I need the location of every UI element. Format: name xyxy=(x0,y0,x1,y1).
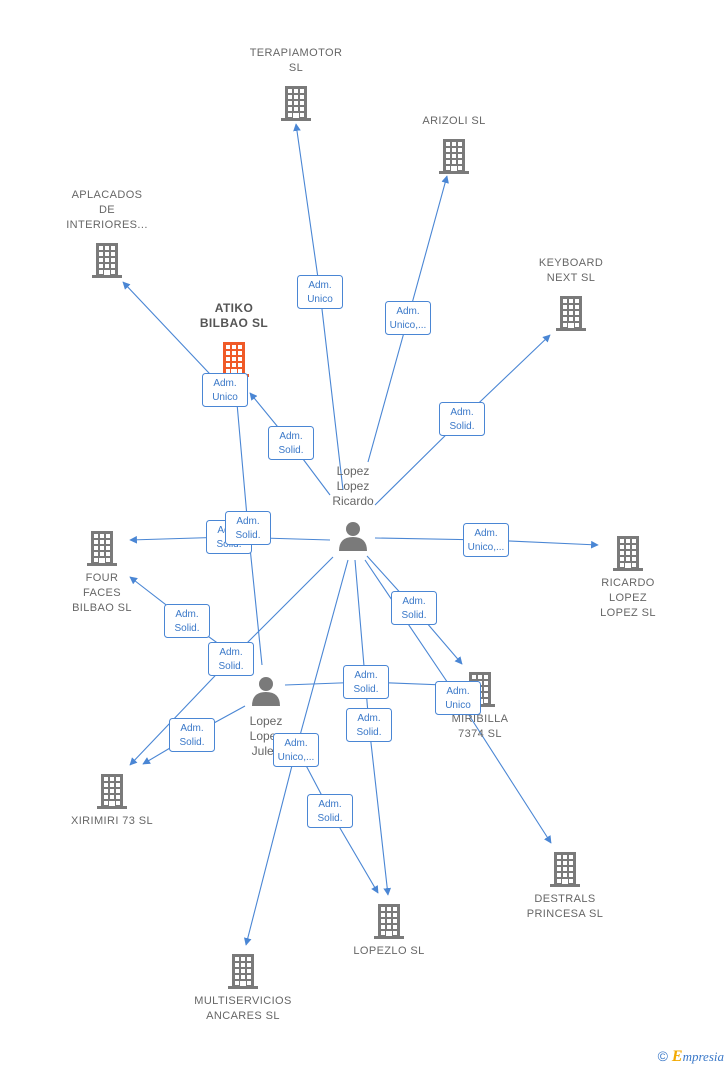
person-icon-julen_p[interactable] xyxy=(252,677,280,706)
building-icon-destrals[interactable] xyxy=(550,852,580,887)
company-label-fourfaces: BILBAO SL xyxy=(72,602,132,614)
edge-label-ricardo_p-terapiamotor[interactable]: Adm. Unico xyxy=(297,275,343,309)
edge-label-ricardo_p-arizoli[interactable]: Adm. Unico,... xyxy=(385,301,431,335)
company-label-multiservicios: ANCARES SL xyxy=(206,1010,280,1022)
company-label-aplacados: DE xyxy=(99,204,115,216)
company-label-ricardo: LOPEZ xyxy=(609,592,647,604)
edge-label-text: Solid. xyxy=(218,661,243,672)
building-icon-fourfaces[interactable] xyxy=(87,531,117,566)
company-label-miribilla: 7374 SL xyxy=(458,728,502,740)
building-icon-aplacados[interactable] xyxy=(92,243,122,278)
edge-label-text: Solid. xyxy=(174,623,199,634)
edge-label-text: Adm. xyxy=(402,596,425,607)
edge-label-text: Adm. xyxy=(474,528,497,539)
company-label-xirimiri: XIRIMIRI 73 SL xyxy=(71,815,153,827)
company-label-atiko: ATIKO xyxy=(215,301,253,315)
edges xyxy=(122,123,599,946)
edge-label-text: Adm. xyxy=(308,280,331,291)
building-icon-multiservicios[interactable] xyxy=(228,954,258,989)
person-label-ricardo_p: Ricardo xyxy=(332,494,374,508)
company-label-aplacados: APLACADOS xyxy=(72,189,143,201)
building-icon-atiko[interactable] xyxy=(219,342,249,377)
edge-label-text: Adm. xyxy=(450,407,473,418)
building-icon-arizoli[interactable] xyxy=(439,139,469,174)
company-label-lopezlo: LOPEZLO SL xyxy=(353,945,424,957)
edge-label-text: Solid. xyxy=(179,737,204,748)
person-label-julen_p: Lopez xyxy=(250,714,283,728)
edge-labels: Adm.UnicoAdm.Unico,...Adm.Solid.Adm.Soli… xyxy=(164,275,509,828)
edge-label-text: Adm. xyxy=(175,609,198,620)
company-label-atiko: BILBAO SL xyxy=(200,316,268,330)
edge-label-julen_p-xirimiri[interactable]: Adm. Solid. xyxy=(169,718,215,752)
brand-initial: E xyxy=(671,1048,683,1065)
building-icon-ricardo[interactable] xyxy=(613,536,643,571)
edge-label-ricardo_p-atiko[interactable]: Adm. Solid. xyxy=(268,426,314,460)
company-label-multiservicios: MULTISERVICIOS xyxy=(194,995,292,1007)
edge-label-text: Adm. xyxy=(213,378,236,389)
nodes: TERAPIAMOTOR SL ARIZOLI SL APLACADOS DE INTER… xyxy=(66,47,656,1022)
edge-label-text: Unico xyxy=(445,700,471,711)
edge-label-text: Solid. xyxy=(449,421,474,432)
edge-label-ricardo_p-multiservicios[interactable]: Adm. Unico,... xyxy=(273,733,319,767)
company-label-ricardo: RICARDO xyxy=(601,577,655,589)
building-icon-terapiamotor[interactable] xyxy=(281,86,311,121)
company-label-fourfaces: FACES xyxy=(83,587,121,599)
person-label-ricardo_p: Lopez xyxy=(337,479,370,493)
footer-brand: ©Empresia xyxy=(658,1048,724,1066)
person-label-ricardo_p: Lopez xyxy=(337,464,370,478)
edge-label-ricardo_p-destrals[interactable]: Adm. Unico xyxy=(435,681,481,715)
edge-label-text: Adm. xyxy=(219,647,242,658)
edge-label-ricardo_p-lopezlo[interactable]: Adm. Solid. xyxy=(346,708,392,742)
edge-label-ricardo_p-xirimiri[interactable]: Adm. Solid. xyxy=(208,642,254,676)
copyright-symbol: © xyxy=(657,1048,668,1064)
brand-name: mpresia xyxy=(682,1049,724,1064)
edge-label-text: Unico xyxy=(307,294,333,305)
edge-label-text: Solid. xyxy=(356,727,381,738)
edge-label-julen_p-atiko[interactable]: Adm. Solid. xyxy=(225,511,271,545)
edge-label-julen_p-lopezlo[interactable]: Adm. Solid. xyxy=(307,794,353,828)
edge-label-text: Solid. xyxy=(278,445,303,456)
company-label-ricardo: LOPEZ SL xyxy=(600,607,656,619)
company-label-terapiamotor: SL xyxy=(289,62,303,74)
company-label-keyboard: NEXT SL xyxy=(547,272,595,284)
edge-label-text: Solid. xyxy=(401,610,426,621)
edge-label-text: Adm. xyxy=(318,799,341,810)
building-icon-xirimiri[interactable] xyxy=(97,774,127,809)
edge-label-text: Adm. xyxy=(180,723,203,734)
edge-label-julen_p-fourfaces[interactable]: Adm. Solid. xyxy=(164,604,210,638)
edge-label-text: Adm. xyxy=(446,686,469,697)
company-label-fourfaces: FOUR xyxy=(86,572,119,584)
edge-label-text: Adm. xyxy=(236,516,259,527)
edge-label-ricardo_p-keyboard[interactable]: Adm. Solid. xyxy=(439,402,485,436)
edge-label-julen_p-miribilla[interactable]: Adm. Solid. xyxy=(343,665,389,699)
edge-label-text: Unico,... xyxy=(468,542,505,553)
company-label-miribilla: MIRIBILLA xyxy=(452,713,509,725)
edge-label-text: Unico,... xyxy=(390,320,427,331)
company-label-keyboard: KEYBOARD xyxy=(539,257,603,269)
edge-label-text: Adm. xyxy=(284,738,307,749)
edge-label-text: Adm. xyxy=(279,431,302,442)
edge-label-text: Unico xyxy=(212,392,238,403)
edge-label-text: Solid. xyxy=(353,684,378,695)
edge-label-ricardo_p-miribilla[interactable]: Adm. Solid. xyxy=(391,591,437,625)
edge-label-text: Adm. xyxy=(357,713,380,724)
building-icon-lopezlo[interactable] xyxy=(374,904,404,939)
edge-label-text: Unico,... xyxy=(278,752,315,763)
edge-label-text: Solid. xyxy=(317,813,342,824)
company-label-destrals: PRINCESA SL xyxy=(527,908,604,920)
edge-label-ricardo_p-ricardo[interactable]: Adm. Unico,... xyxy=(463,523,509,557)
edge-label-text: Solid. xyxy=(235,530,260,541)
company-label-arizoli: ARIZOLI SL xyxy=(422,115,485,127)
edge-label-text: Adm. xyxy=(354,670,377,681)
building-icon-keyboard[interactable] xyxy=(556,296,586,331)
person-icon-ricardo_p[interactable] xyxy=(339,522,367,551)
edge-label-ricardo_p-aplacados[interactable]: Adm. Unico xyxy=(202,373,248,407)
company-label-destrals: DESTRALS xyxy=(534,893,595,905)
company-label-terapiamotor: TERAPIAMOTOR xyxy=(250,47,343,59)
company-label-aplacados: INTERIORES... xyxy=(66,219,148,231)
edge-label-text: Adm. xyxy=(396,306,419,317)
